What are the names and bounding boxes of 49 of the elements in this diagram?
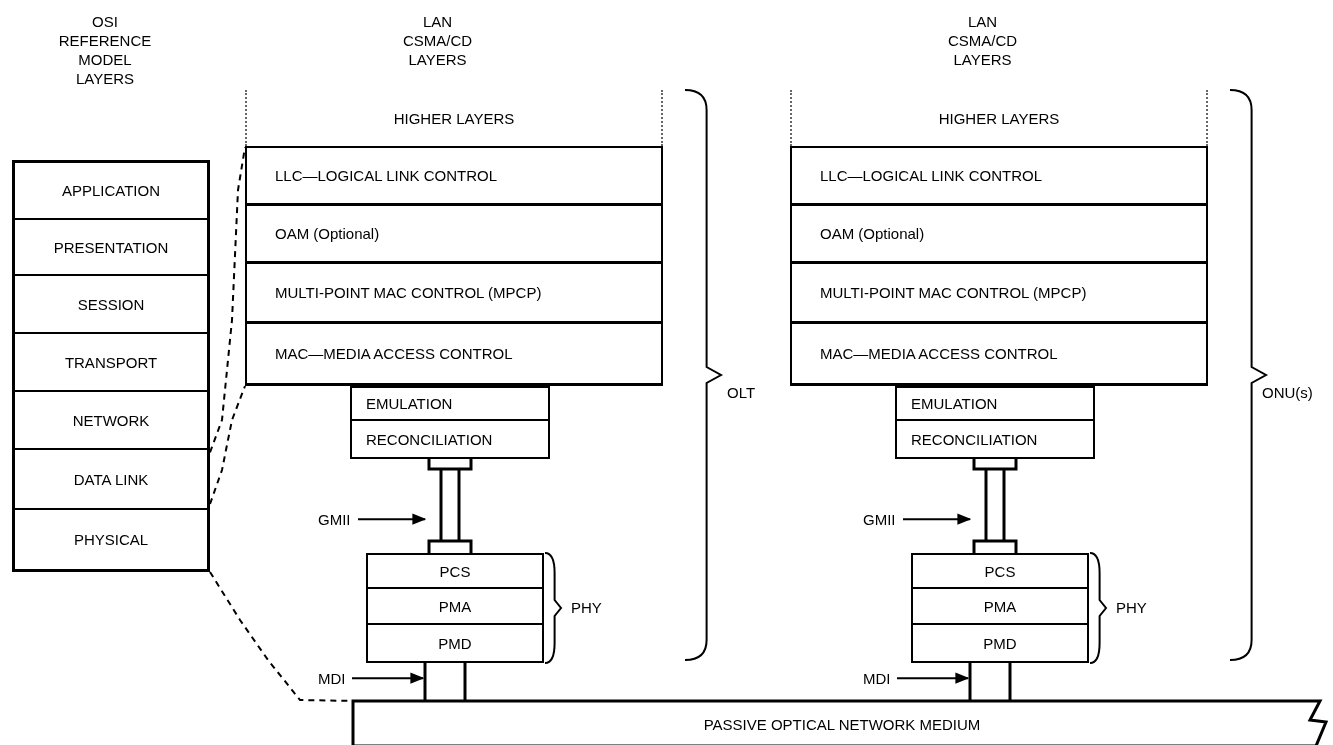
arrow xyxy=(896,672,970,684)
osi-layer-box: PHYSICAL xyxy=(12,510,210,572)
sublayer-box: EMULATION xyxy=(895,386,1095,421)
group-label: PHY xyxy=(1116,598,1148,617)
layer-box: MAC—MEDIA ACCESS CONTROL xyxy=(790,324,1208,386)
sublayer-box: RECONCILIATION xyxy=(350,421,550,459)
sublayer-box: RECONCILIATION xyxy=(895,421,1095,459)
layer-box: LLC—LOGICAL LINK CONTROL xyxy=(790,146,1208,206)
group-label: OLT xyxy=(727,383,757,402)
medium-band: PASSIVE OPTICAL NETWORK MEDIUM xyxy=(352,700,1332,745)
column-heading: LAN CSMA/CD LAYERS xyxy=(946,12,1019,69)
phy-sublayer-box: PMD xyxy=(366,625,544,663)
layer-box: OAM (Optional) xyxy=(245,206,663,264)
phy-sublayer-box: PMA xyxy=(911,589,1089,625)
dashed-mapping-line xyxy=(209,146,246,454)
phy-sublayer-box: PCS xyxy=(366,553,544,589)
layer-box: LLC—LOGICAL LINK CONTROL xyxy=(245,146,663,206)
group-label: PHY xyxy=(571,598,603,617)
osi-layer-box: DATA LINK xyxy=(12,450,210,510)
arrow xyxy=(351,672,425,684)
mdi-connector xyxy=(968,663,1014,701)
osi-layer-box: NETWORK xyxy=(12,392,210,450)
osi-layer-box: APPLICATION xyxy=(12,160,210,220)
higher-layers-band: HIGHER LAYERS xyxy=(245,90,663,146)
osi-layer-box: TRANSPORT xyxy=(12,334,210,392)
group-label: ONU(s) xyxy=(1262,383,1314,402)
dashed-mapping-line xyxy=(209,385,246,505)
interface-label: MDI xyxy=(318,668,352,688)
osi-layer-box: SESSION xyxy=(12,276,210,334)
higher-layers-band: HIGHER LAYERS xyxy=(790,90,1208,146)
interface-label: GMII xyxy=(318,509,358,529)
arrow xyxy=(902,513,972,525)
arrow xyxy=(357,513,427,525)
phy-sublayer-box: PMA xyxy=(366,589,544,625)
phy-sublayer-box: PMD xyxy=(911,625,1089,663)
osi-layer-box: PRESENTATION xyxy=(12,220,210,276)
mdi-connector xyxy=(423,663,469,701)
layer-box: MULTI-POINT MAC CONTROL (MPCP) xyxy=(790,264,1208,324)
gmii-bus-connector xyxy=(970,459,1020,553)
interface-label: MDI xyxy=(863,668,897,688)
phy-sublayer-box: PCS xyxy=(911,553,1089,589)
layer-box: MAC—MEDIA ACCESS CONTROL xyxy=(245,324,663,386)
column-heading: OSI REFERENCE MODEL LAYERS xyxy=(57,12,153,88)
column-heading: LAN CSMA/CD LAYERS xyxy=(401,12,474,69)
layer-box: OAM (Optional) xyxy=(790,206,1208,264)
gmii-bus-connector xyxy=(425,459,475,553)
layer-box: MULTI-POINT MAC CONTROL (MPCP) xyxy=(245,264,663,324)
sublayer-box: EMULATION xyxy=(350,386,550,421)
interface-label: GMII xyxy=(863,509,903,529)
